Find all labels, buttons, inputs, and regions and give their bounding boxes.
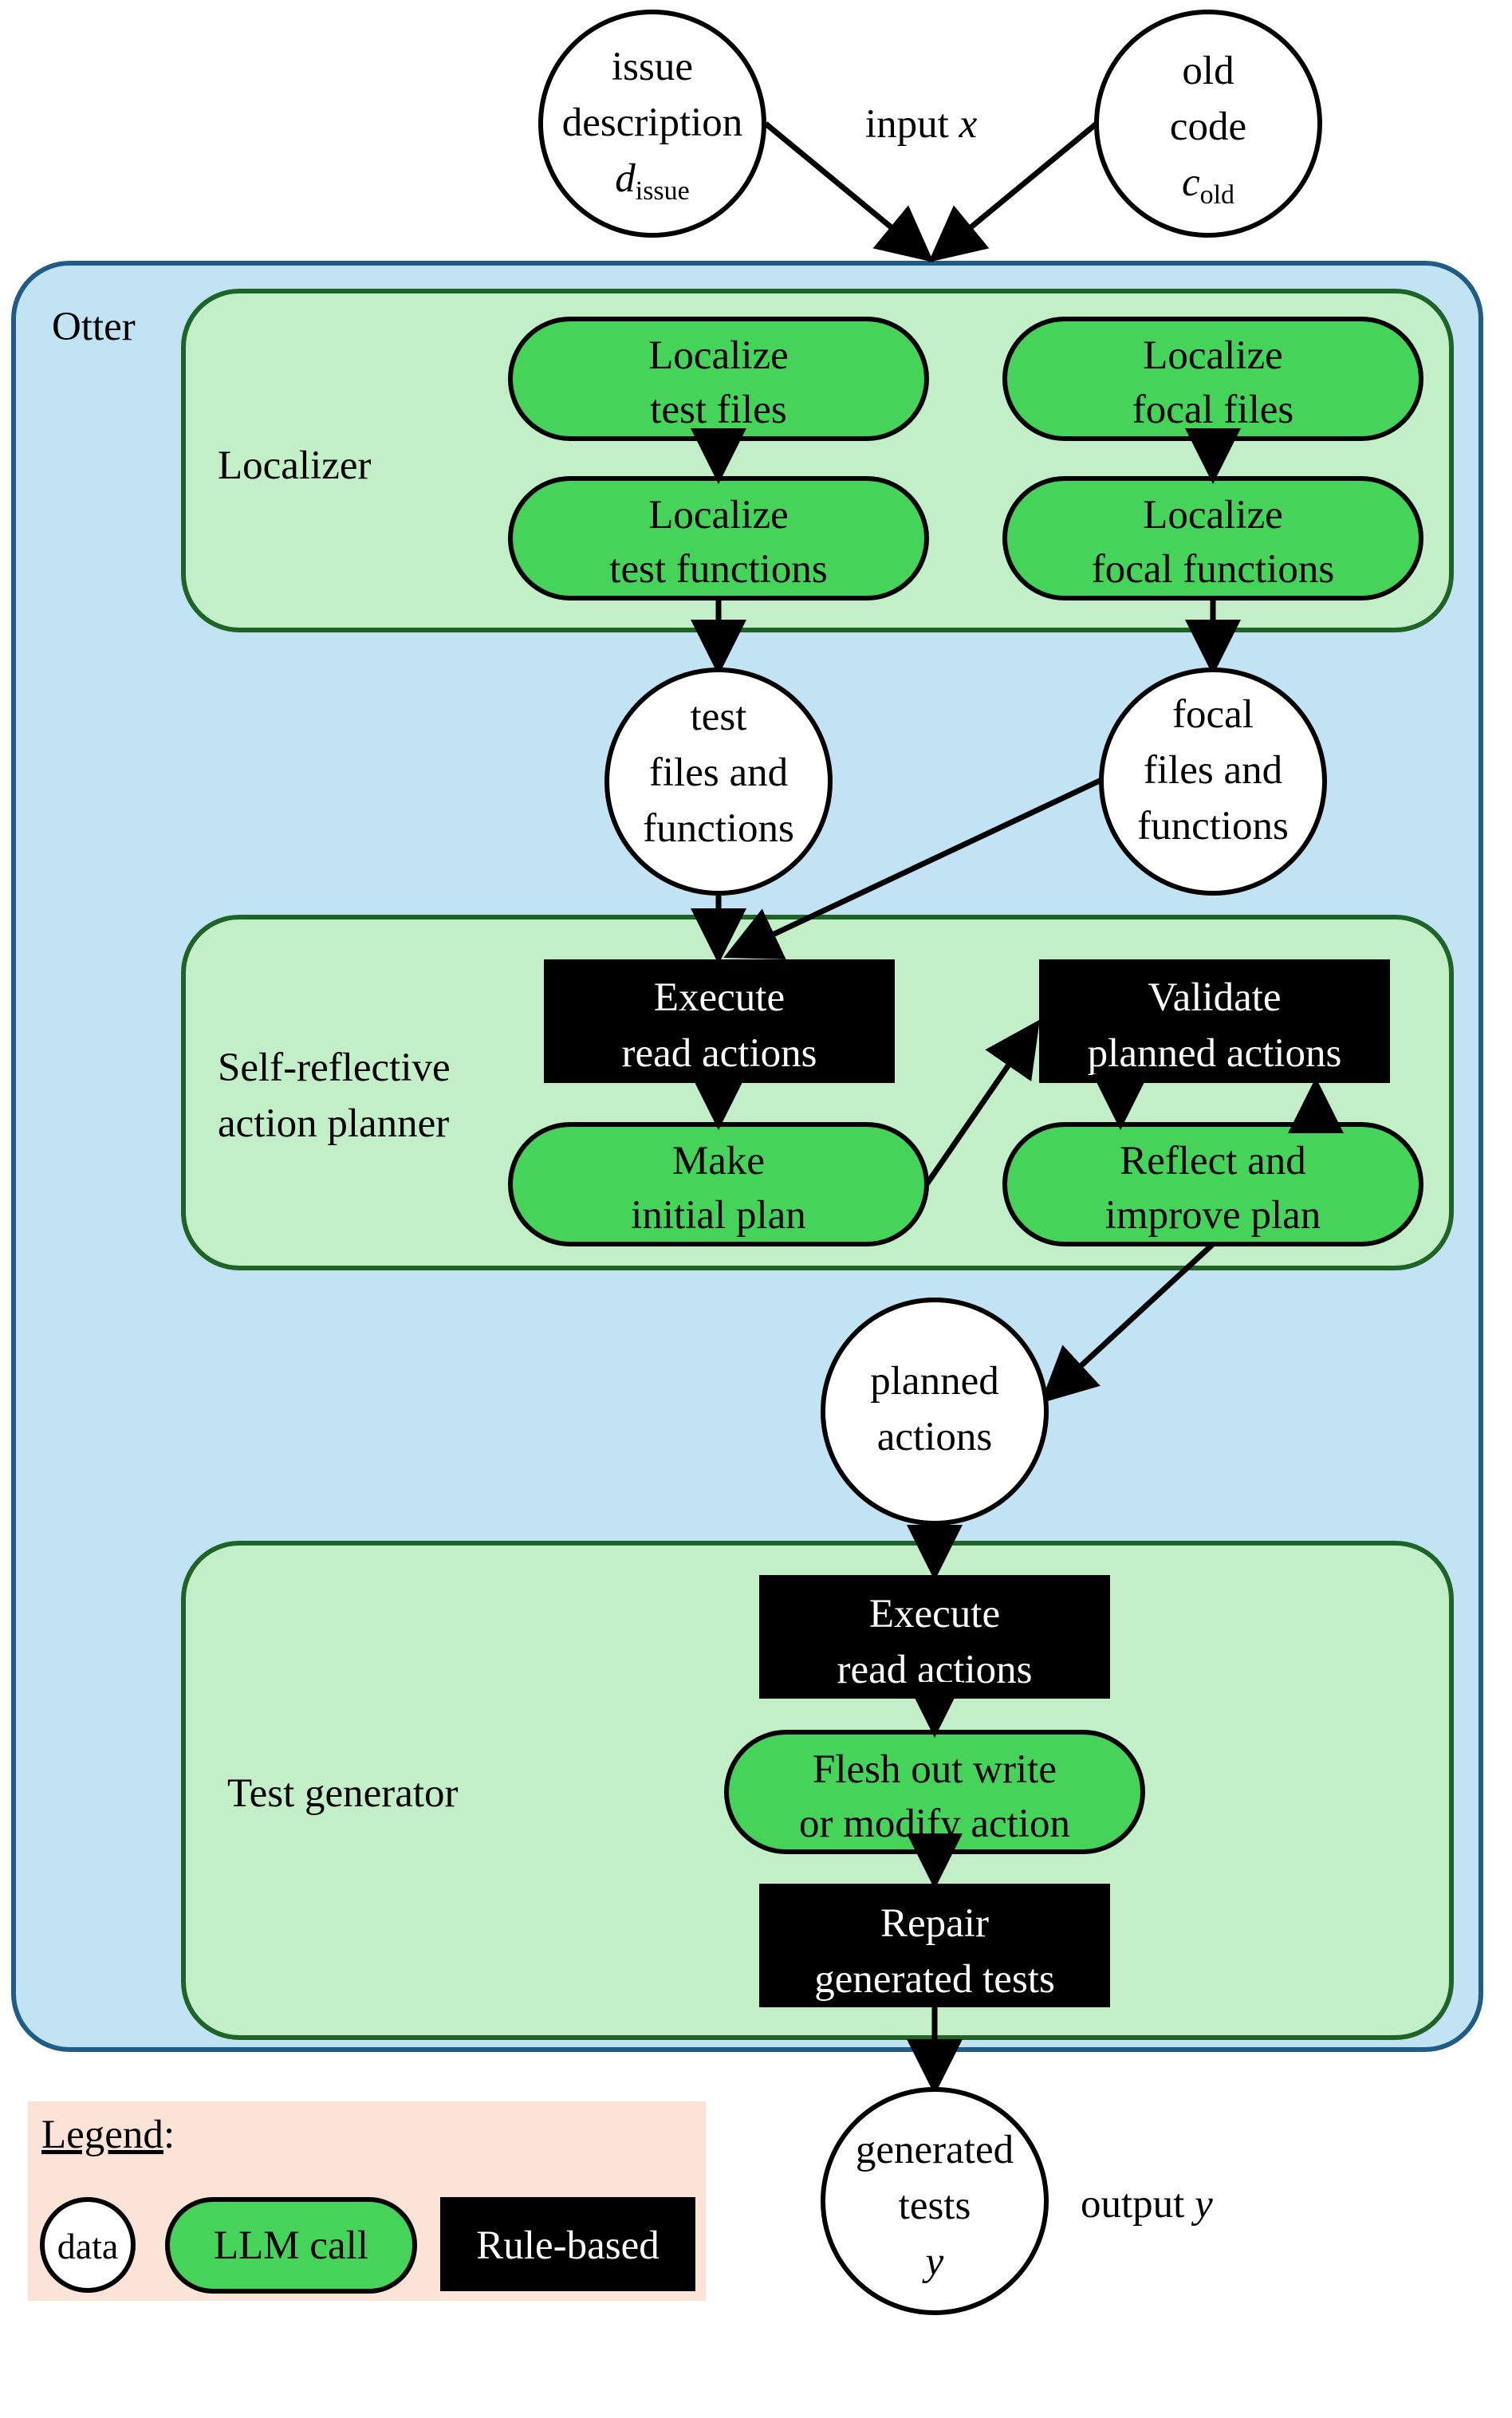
- gen-repair-line1: Repair: [880, 1901, 989, 1946]
- test-node-line3: functions: [643, 806, 794, 851]
- planner-validate-actions: [1039, 959, 1390, 1083]
- test-node-line2: files and: [649, 750, 788, 795]
- planned-line1: planned: [870, 1359, 998, 1404]
- arrow-code-to-otter: [928, 121, 1099, 262]
- issue-description-node: [538, 10, 766, 238]
- issue-var: dissue: [615, 156, 690, 206]
- gen-flesh-line2: or modify action: [799, 1802, 1070, 1846]
- generator-label: Test generator: [227, 1771, 459, 1816]
- generated-tests-node: [821, 2087, 1049, 2315]
- legend-data-label: data: [57, 2226, 119, 2266]
- planner-execute-line2: read actions: [622, 1031, 817, 1076]
- focal-node-line3: functions: [1137, 804, 1289, 849]
- planner-make-line1: Make: [672, 1139, 765, 1183]
- focal-node-line1: focal: [1172, 692, 1254, 737]
- arrow-issue-to-otter: [763, 121, 934, 262]
- legend-rule-label: Rule-based: [476, 2223, 659, 2268]
- arrow-make-to-validate: [924, 1019, 1040, 1186]
- generator-repair-tests: [759, 1884, 1110, 2007]
- focal-node-line2: files and: [1144, 748, 1282, 793]
- legend-rule-sample: [440, 2197, 695, 2291]
- output-label: output y: [1081, 2182, 1213, 2227]
- issue-line1: issue: [612, 45, 693, 89]
- generated-line1: generated: [856, 2128, 1014, 2172]
- localize-test-functions-line1: Localize: [648, 493, 789, 538]
- planner-label-line1: Self-reflective: [218, 1046, 451, 1090]
- localize-focal-functions-line1: Localize: [1143, 493, 1283, 538]
- arrow-focal-node-to-execute: [723, 777, 1103, 959]
- otter-label: Otter: [52, 305, 136, 349]
- gen-execute-line2: read actions: [837, 1648, 1033, 1692]
- localize-focal-functions-line2: focal functions: [1092, 547, 1334, 592]
- old-code-var: cold: [1182, 160, 1234, 210]
- legend-llm-label: LLM call: [214, 2223, 368, 2268]
- gen-repair-line2: generated tests: [814, 1957, 1055, 2002]
- generator-execute-read-actions: [759, 1575, 1110, 1699]
- localizer-label: Localizer: [218, 443, 372, 488]
- generated-line3: y: [922, 2239, 944, 2284]
- planned-actions-node: [821, 1298, 1049, 1526]
- generated-line2: tests: [899, 2184, 971, 2228]
- gen-flesh-line1: Flesh out write: [813, 1747, 1057, 1792]
- test-node-line1: test: [691, 695, 747, 739]
- old-code-line1: old: [1182, 49, 1234, 93]
- planner-reflect-line2: improve plan: [1105, 1193, 1321, 1238]
- planner-make-line2: initial plan: [631, 1193, 806, 1238]
- localize-focal-files-line1: Localize: [1143, 333, 1283, 378]
- localize-test-functions-line2: test functions: [609, 547, 827, 592]
- localize-focal-files-line2: focal files: [1132, 388, 1293, 432]
- arrow-reflect-to-planned: [1040, 1242, 1215, 1404]
- legend-title: Legend:: [41, 2113, 175, 2157]
- planner-label-line2: action planner: [218, 1101, 449, 1146]
- planner-execute-read-actions: [544, 959, 895, 1083]
- old-code-line2: code: [1170, 104, 1246, 149]
- planner-validate-line1: Validate: [1148, 975, 1281, 1020]
- localize-test-files-line2: test files: [650, 388, 786, 432]
- legend-llm-sample: [165, 2197, 417, 2294]
- planner-execute-line1: Execute: [654, 975, 785, 1020]
- issue-line2: description: [562, 100, 743, 145]
- planned-line2: actions: [877, 1415, 992, 1459]
- gen-execute-line1: Execute: [869, 1592, 1000, 1636]
- input-label: input x: [865, 102, 978, 147]
- planner-validate-line2: planned actions: [1088, 1031, 1342, 1076]
- planner-reflect-line1: Reflect and: [1120, 1139, 1306, 1183]
- legend-data-sample: [40, 2197, 136, 2293]
- localize-test-files-line1: Localize: [648, 333, 789, 378]
